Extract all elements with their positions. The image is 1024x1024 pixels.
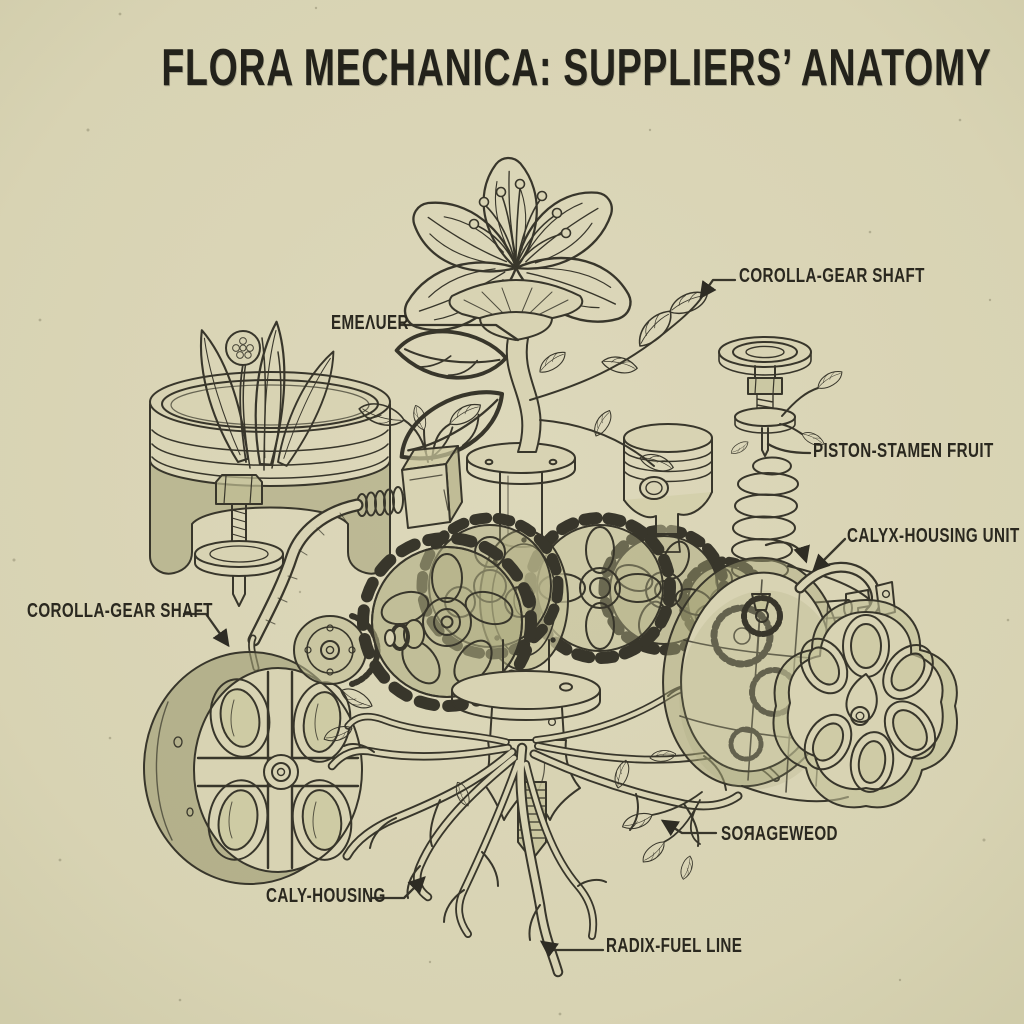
pod-seeds bbox=[207, 678, 353, 861]
leader-sorageweod bbox=[660, 819, 718, 837]
leader-corolla-left bbox=[182, 612, 230, 648]
valve-shaft-part bbox=[718, 336, 846, 457]
leader-emenuer bbox=[398, 323, 520, 342]
sprouting-plug-block bbox=[247, 394, 485, 647]
piston-cup-planter bbox=[149, 319, 391, 607]
leader-calyx-curved-arrow bbox=[764, 541, 810, 564]
label-sorageweod: SOЯAGEWEOD bbox=[721, 823, 838, 845]
corolla-shaft-upper-coupling bbox=[466, 442, 576, 548]
small-piston bbox=[623, 423, 713, 553]
page-title-text: FLORA MECHANICA: SUPPLIERS’ ANATOMY bbox=[161, 39, 992, 97]
page-title: FLORA MECHANICA: SUPPLIERS’ ANATOMY bbox=[0, 42, 1024, 94]
label-piston-stamen-fruit: PISTON-STAMEN FRUIT bbox=[813, 440, 994, 462]
gear-cluster bbox=[357, 512, 871, 712]
housing-seed-chambers bbox=[799, 614, 937, 793]
leader-lines bbox=[182, 278, 847, 958]
leader-piston-stamen bbox=[766, 442, 812, 455]
label-corolla-gear-shaft-left: COROLLA-GEAR SHAFT bbox=[27, 600, 213, 622]
label-emenuer: EMEΛUER bbox=[331, 312, 409, 334]
label-radix-fuel-line: RADIX-FUEL LINE bbox=[606, 935, 743, 957]
pod-wheel-fruit bbox=[143, 634, 363, 885]
stamens bbox=[468, 178, 572, 267]
leader-corolla-top bbox=[699, 278, 737, 300]
radix-lower-coupling bbox=[451, 639, 601, 741]
label-calyx-housing-unit: CALYX-HOUSING UNIT bbox=[847, 525, 1020, 547]
leader-radix bbox=[539, 940, 605, 958]
label-corolla-gear-shaft-top: COROLLA-GEAR SHAFT bbox=[739, 265, 925, 287]
leader-caly-housing bbox=[370, 876, 426, 900]
flower bbox=[389, 154, 711, 479]
paper-specks bbox=[12, 6, 1010, 1016]
calyx-housing-drum bbox=[620, 556, 958, 881]
leader-calyx bbox=[812, 537, 847, 572]
label-caly-housing: CALY-HOUSING bbox=[266, 885, 386, 907]
